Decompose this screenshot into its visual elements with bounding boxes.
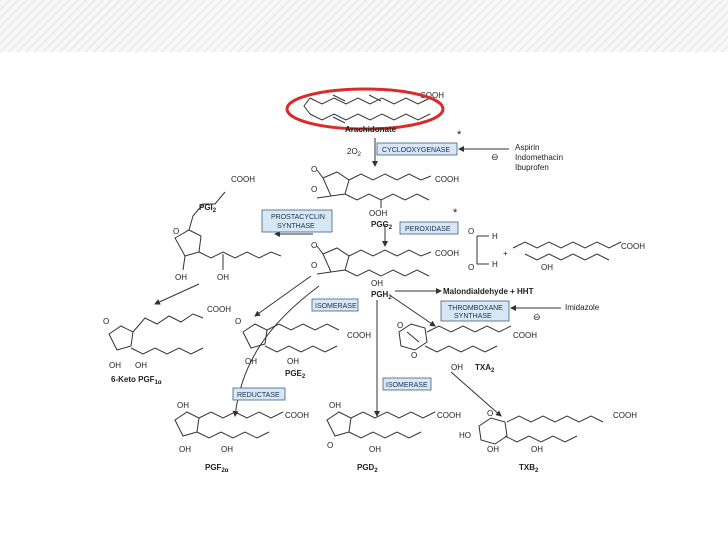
svg-text:OH: OH <box>287 357 299 366</box>
oxygen-label: 2O2 <box>347 147 362 158</box>
svg-text:O: O <box>103 317 109 326</box>
imidazole-label: Imidazole <box>565 303 600 312</box>
pge2-structure <box>242 323 340 353</box>
svg-text:OH: OH <box>451 363 463 372</box>
svg-text:O: O <box>235 317 241 326</box>
peroxidase-box <box>399 221 459 235</box>
svg-text:COOH: COOH <box>621 242 645 251</box>
pathway-figure: COOH Arachidonate * 2O2 CYCLOOXYGENASE ⊖… <box>95 86 655 478</box>
svg-text:PROSTACYCLIN: PROSTACYCLIN <box>271 214 325 221</box>
svg-text:O: O <box>327 441 333 450</box>
pgf2a-structure <box>174 411 284 439</box>
svg-text:OH: OH <box>329 401 341 410</box>
svg-text:OH: OH <box>221 445 233 454</box>
svg-text:THROMBOXANE: THROMBOXANE <box>448 305 503 312</box>
txb2-label: TXB2 <box>519 463 539 474</box>
arachidonate-structure <box>303 94 431 124</box>
highlight-ellipse <box>285 87 445 131</box>
pge2-label: PGE2 <box>285 369 306 380</box>
svg-text:OH: OH <box>177 401 189 410</box>
pgd2-label: PGD2 <box>357 463 378 474</box>
arachidonate-cooh: COOH <box>420 91 444 100</box>
pgg2-label: PGG2 <box>371 220 393 231</box>
pgh2-structure <box>316 245 432 277</box>
keto-pgf-label: 6-Keto PGF1α <box>111 375 162 386</box>
svg-text:OH: OH <box>541 263 553 272</box>
pgh2-label: PGH2 <box>371 290 392 301</box>
pgi2-structure <box>174 191 282 271</box>
svg-text:COOH: COOH <box>207 305 231 314</box>
txb2-structure <box>478 415 604 445</box>
svg-text:O: O <box>468 227 474 236</box>
pgi2-label: PGI2 <box>199 203 217 214</box>
isomerase-box-2 <box>382 377 432 391</box>
svg-text:COOH: COOH <box>435 249 459 258</box>
svg-text:COOH: COOH <box>437 411 461 420</box>
prostacyclin-synthase-box <box>261 209 333 233</box>
svg-text:OH: OH <box>135 361 147 370</box>
svg-text:SYNTHASE: SYNTHASE <box>454 313 492 320</box>
svg-text:H: H <box>492 232 498 241</box>
svg-text:O: O <box>487 409 493 418</box>
inhibit-symbol-1: ⊖ <box>491 152 499 162</box>
pgg2-structure <box>316 169 432 201</box>
svg-text:OH: OH <box>109 361 121 370</box>
svg-text:O: O <box>411 351 417 360</box>
svg-text:+: + <box>503 249 508 258</box>
svg-text:OOH: OOH <box>369 209 387 218</box>
svg-text:O: O <box>311 261 317 270</box>
svg-text:COOH: COOH <box>613 411 637 420</box>
aspirin-label: Aspirin <box>515 143 539 152</box>
svg-text:OH: OH <box>487 445 499 454</box>
svg-text:REDUCTASE: REDUCTASE <box>237 392 280 399</box>
svg-text:COOH: COOH <box>435 175 459 184</box>
txa2-structure <box>398 323 512 353</box>
svg-text:OH: OH <box>179 445 191 454</box>
cyclooxygenase-label: CYCLOOXYGENASE <box>382 147 450 154</box>
peroxidase-label: PEROXIDASE <box>405 226 451 233</box>
decorative-stripes <box>0 0 728 52</box>
ibuprofen-label: Ibuprofen <box>515 163 549 172</box>
svg-text:O: O <box>397 321 403 330</box>
svg-text:OH: OH <box>217 273 229 282</box>
txa2-label: TXA2 <box>475 363 495 374</box>
mda-label: Malondialdehyde + HHT <box>443 287 534 296</box>
pgd2-structure <box>326 411 436 439</box>
svg-text:OH: OH <box>369 445 381 454</box>
svg-text:ISOMERASE: ISOMERASE <box>315 303 357 310</box>
star-1: * <box>457 129 462 141</box>
thromboxane-synthase-box <box>440 300 510 322</box>
star-2: * <box>453 207 458 219</box>
svg-text:COOH: COOH <box>285 411 309 420</box>
svg-text:O: O <box>311 165 317 174</box>
svg-text:OH: OH <box>531 445 543 454</box>
svg-text:COOH: COOH <box>347 331 371 340</box>
svg-text:OH: OH <box>175 273 187 282</box>
svg-text:O: O <box>311 241 317 250</box>
isomerase-box-1 <box>311 298 359 312</box>
pathway-diagram: COOH Arachidonate * 2O2 CYCLOOXYGENASE ⊖… <box>103 87 645 474</box>
arachidonate-label: Arachidonate <box>345 125 397 134</box>
svg-text:O: O <box>173 227 179 236</box>
svg-text:ISOMERASE: ISOMERASE <box>386 382 428 389</box>
keto-pgf-structure <box>108 313 204 355</box>
svg-text:SYNTHASE: SYNTHASE <box>277 223 315 230</box>
svg-text:O: O <box>468 263 474 272</box>
svg-text:HO: HO <box>459 431 471 440</box>
svg-text:COOH: COOH <box>513 331 537 340</box>
reductase-box <box>232 387 286 401</box>
inhibit-symbol-2: ⊖ <box>533 312 541 322</box>
svg-text:O: O <box>311 185 317 194</box>
svg-text:COOH: COOH <box>231 175 255 184</box>
indomethacin-label: Indomethacin <box>515 153 563 162</box>
svg-text:OH: OH <box>371 279 383 288</box>
pgf2a-label: PGF2α <box>205 463 229 474</box>
svg-text:H: H <box>492 260 498 269</box>
cyclooxygenase-box <box>376 142 458 156</box>
malondialdehyde-structure <box>476 235 489 265</box>
